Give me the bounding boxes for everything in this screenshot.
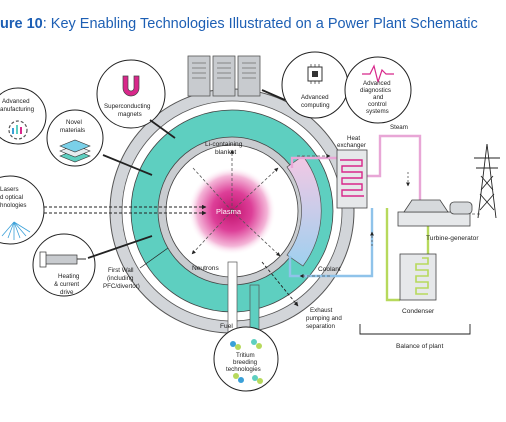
neutron-arrows bbox=[191, 149, 281, 257]
laser-beam-lines bbox=[44, 204, 207, 216]
computing-label-2: computing bbox=[301, 102, 330, 109]
gear-icon bbox=[8, 120, 28, 140]
tritium-label-1: Tritium bbox=[236, 352, 255, 359]
waveform-icon bbox=[362, 64, 394, 85]
plasma-label: Plasma bbox=[216, 207, 242, 216]
lasers-label-3: hnologies bbox=[0, 202, 27, 209]
heat-exchanger-label-2: exchanger bbox=[337, 142, 366, 149]
balance-of-plant-bracket bbox=[359, 324, 471, 335]
diagnostics-label-3: and bbox=[373, 94, 384, 101]
manufacturing-label-2: anufacturing bbox=[0, 106, 35, 113]
magnet-icon bbox=[122, 75, 140, 97]
condensate-line bbox=[385, 208, 400, 302]
reactor bbox=[109, 88, 355, 336]
heating-callout bbox=[32, 233, 96, 297]
callout-pointers bbox=[87, 89, 286, 259]
tritium-molecules-icon bbox=[230, 339, 263, 384]
transmission-tower-icon bbox=[474, 143, 500, 219]
magnets-label-1: Superconducting bbox=[104, 103, 151, 110]
heating-label-1: Heating bbox=[58, 273, 80, 280]
turbine-generator bbox=[397, 199, 473, 227]
novel-materials-callout bbox=[46, 109, 104, 167]
first-wall-pointer bbox=[139, 247, 169, 269]
diagnostics-label-5: systems bbox=[366, 108, 389, 115]
blanket-label-2: blanket bbox=[215, 149, 236, 156]
first-wall-label-1: First Wall bbox=[108, 267, 134, 274]
exhaust-label-1: Exhaust bbox=[310, 307, 333, 314]
server-rack bbox=[187, 55, 261, 97]
diagnostics-label-1: Advanced bbox=[363, 80, 391, 87]
advanced-manufacturing-callout bbox=[0, 87, 47, 145]
diagnostics-label-2: diagnostics bbox=[360, 87, 391, 94]
chip-icon bbox=[307, 64, 323, 84]
exhaust-arrow bbox=[261, 261, 299, 307]
exhaust-label-3: separation bbox=[306, 323, 335, 330]
steam-label: Steam bbox=[390, 124, 408, 131]
layers-icon bbox=[59, 139, 91, 163]
heating-label-2: & current bbox=[54, 281, 79, 288]
heating-device-icon bbox=[39, 251, 86, 268]
heat-exchanger-label-1: Heat bbox=[347, 135, 360, 142]
materials-label-1: Novel bbox=[66, 119, 82, 126]
steam-line bbox=[365, 134, 422, 206]
heat-exchanger bbox=[336, 149, 368, 209]
turbine-label: Turbine-generator bbox=[426, 235, 479, 242]
neutrons-label: Neutrons bbox=[192, 265, 219, 272]
laser-beams-icon bbox=[1, 221, 31, 240]
balance-of-plant-label: Balance of plant bbox=[396, 343, 443, 350]
heating-label-3: drive bbox=[60, 289, 74, 296]
figure-title: ure 10: Key Enabling Technologies Illust… bbox=[0, 16, 478, 32]
diagnostics-label-4: control bbox=[368, 101, 387, 108]
blanket-label-1: Li-containing bbox=[205, 141, 243, 148]
coolant-label: Coolant bbox=[318, 266, 341, 273]
magnets-label-2: magnets bbox=[118, 111, 142, 118]
fuel-label: Fuel bbox=[220, 323, 233, 330]
computing-label-1: Advanced bbox=[301, 94, 329, 101]
condenser bbox=[399, 253, 437, 301]
materials-label-2: materials bbox=[60, 127, 85, 134]
lasers-label-1: Lasers bbox=[0, 186, 19, 193]
exhaust-label-2: pumping and bbox=[306, 315, 342, 322]
condenser-label: Condenser bbox=[402, 308, 435, 315]
diagnostics-callout bbox=[344, 56, 412, 124]
first-wall-label-3: PFC/divertor) bbox=[103, 283, 140, 290]
tritium-label-2: breeding bbox=[233, 359, 258, 366]
first-wall-label-2: (including bbox=[107, 275, 134, 282]
tritium-callout bbox=[213, 326, 279, 392]
tritium-label-3: technologies bbox=[226, 366, 261, 373]
lasers-callout bbox=[0, 175, 45, 245]
manufacturing-label-1: Advanced bbox=[2, 98, 30, 105]
blanket-heat-extraction bbox=[286, 155, 322, 267]
lasers-label-2: d optical bbox=[0, 194, 23, 201]
